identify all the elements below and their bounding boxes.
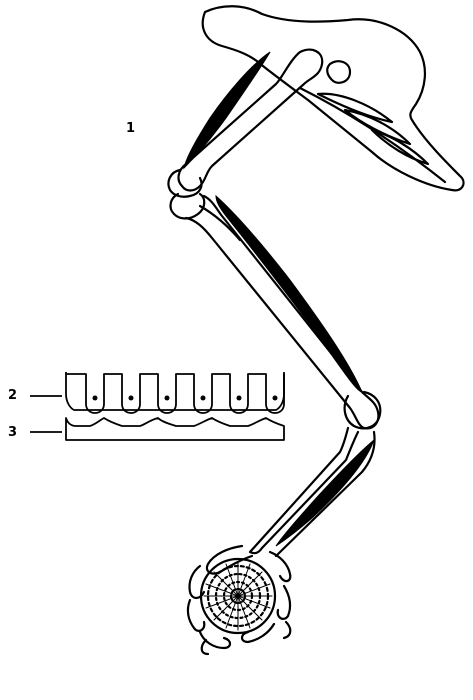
pad-dot <box>129 396 134 401</box>
label-1: 1 <box>126 121 135 136</box>
pad-dot <box>165 396 170 401</box>
label-2: 2 <box>8 388 17 403</box>
perch-rays <box>204 562 272 630</box>
ankle-joint <box>345 392 381 428</box>
shank-muscle <box>216 196 362 392</box>
pad-base <box>66 418 284 440</box>
knee-joint <box>168 170 201 197</box>
toe-5 <box>270 552 290 581</box>
toe-claw-2 <box>284 622 290 638</box>
pad-dot <box>273 396 278 401</box>
pad-bumps <box>66 374 284 413</box>
pad-row <box>66 372 284 410</box>
pad-dot <box>93 396 98 401</box>
tibiotarsus <box>186 196 378 428</box>
toe-6 <box>278 586 290 619</box>
thigh-muscle <box>184 52 270 168</box>
pad-dot <box>201 396 206 401</box>
tarsus-tendon <box>276 440 374 546</box>
pad-dot <box>237 396 242 401</box>
hip-socket <box>327 61 350 83</box>
label-3: 3 <box>8 425 17 440</box>
